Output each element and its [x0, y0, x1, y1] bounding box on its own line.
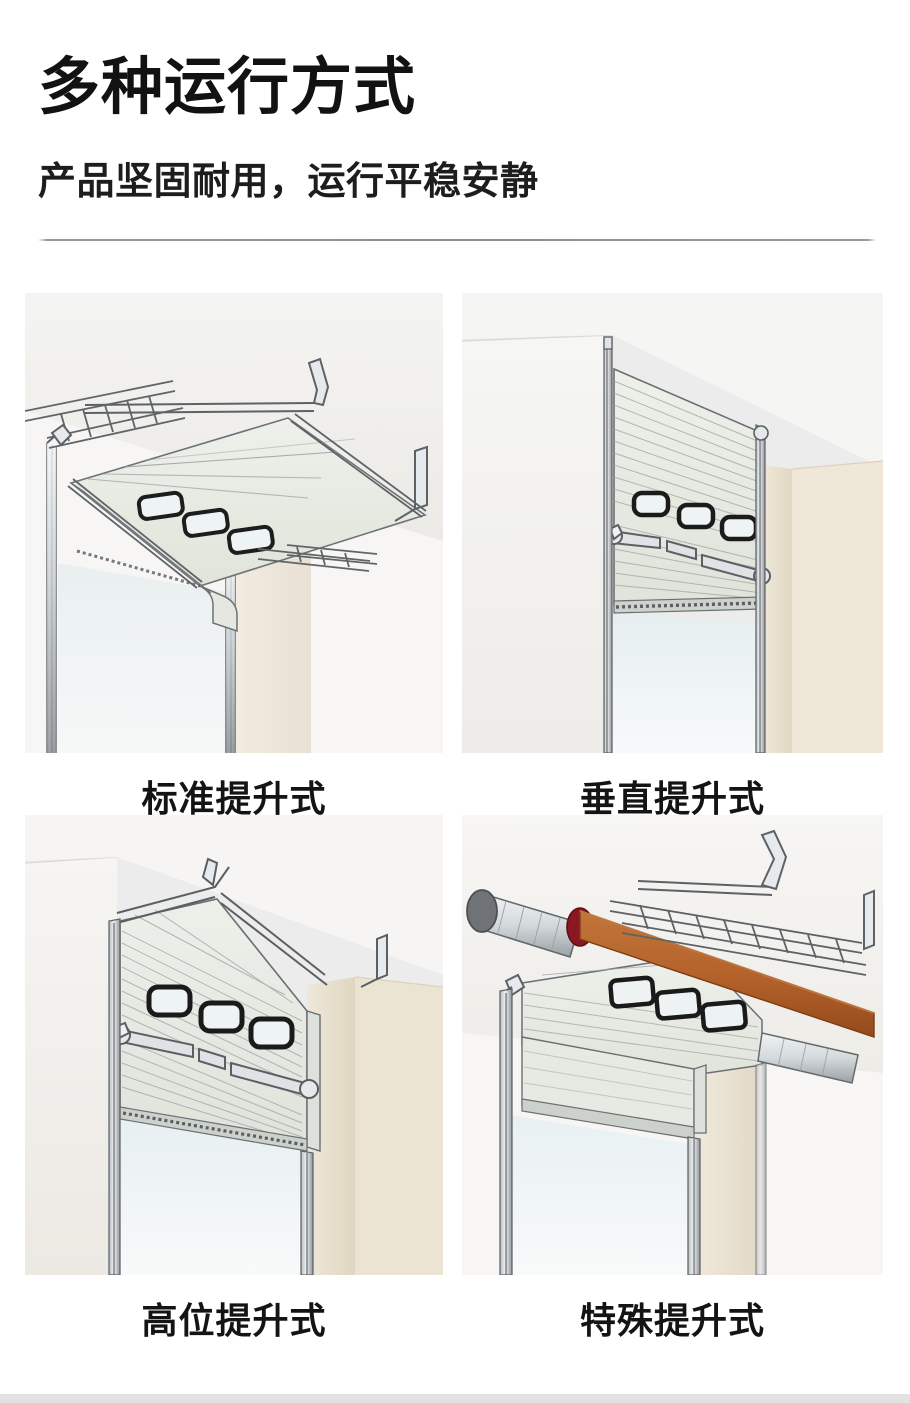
gallery-caption-high-lift: 高位提升式	[141, 1300, 327, 1341]
header-divider	[38, 239, 876, 241]
gallery-item-high-lift[interactable]: 高位提升式	[25, 815, 443, 1343]
page-subtitle: 产品坚固耐用，运行平稳安静	[38, 161, 539, 203]
gallery-caption-special-lift: 特殊提升式	[579, 1300, 765, 1341]
illustration-panel-vertical-lift	[462, 293, 883, 753]
special-lift-diagram	[462, 815, 883, 1275]
gallery-item-standard-lift[interactable]: 标准提升式	[25, 293, 443, 821]
gallery-caption-standard-lift: 标准提升式	[141, 778, 327, 819]
page-bottom-strip	[0, 1394, 910, 1403]
standard-lift-diagram	[25, 293, 443, 753]
gallery-item-special-lift[interactable]: 特殊提升式	[462, 815, 883, 1343]
vertical-lift-diagram	[462, 293, 883, 753]
gallery-item-vertical-lift[interactable]: 垂直提升式	[462, 293, 883, 821]
illustration-panel-special-lift	[462, 815, 883, 1275]
gallery-caption-vertical-lift: 垂直提升式	[579, 778, 765, 819]
page-title: 多种运行方式	[38, 53, 417, 122]
illustration-panel-standard-lift	[25, 293, 443, 753]
illustration-panel-high-lift	[25, 815, 443, 1275]
high-lift-diagram	[25, 815, 443, 1275]
